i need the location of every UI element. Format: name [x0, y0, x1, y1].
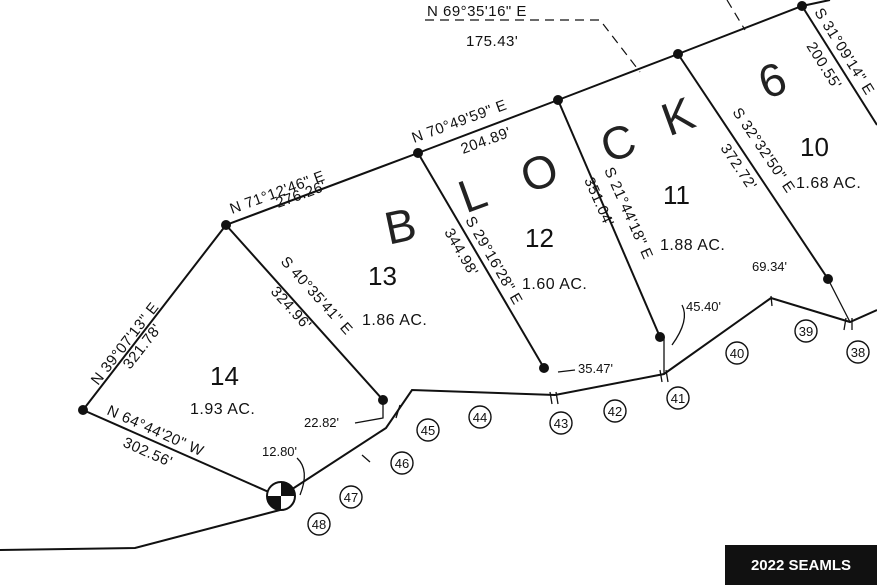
curve-station-41: 41: [666, 386, 690, 410]
dashed-line-top: [425, 19, 641, 73]
lot-area: 1.88 AC.: [660, 237, 725, 254]
curve-station-46: 46: [390, 451, 414, 475]
lot-number: 13: [368, 261, 397, 291]
curve-station-40: 40: [725, 341, 749, 365]
block-letter: C: [594, 113, 643, 173]
svg-text:39: 39: [799, 324, 813, 339]
curve-station-45: 45: [416, 418, 440, 442]
lot-area: 1.86 AC.: [362, 312, 427, 329]
curve-station-44: 44: [468, 405, 492, 429]
svg-text:48: 48: [312, 517, 326, 532]
curve-station-42: 42: [603, 399, 627, 423]
frontage-distance-label: 69.34': [752, 259, 787, 274]
frontage-tie-38: [827, 278, 851, 323]
dashed-reference-lines: [425, 0, 746, 73]
boundary-lines: [0, 0, 877, 551]
lot-line-12-13: [417, 152, 545, 369]
corner-node: [378, 395, 388, 405]
leader-12-80: [296, 457, 305, 496]
survey-monument-icon: [266, 481, 296, 511]
svg-text:38: 38: [851, 345, 865, 360]
block-label: B L O C K 6: [380, 51, 793, 254]
lot-line-east: [801, 5, 877, 126]
corner-node: [78, 405, 88, 415]
corner-node: [797, 1, 807, 11]
corner-nodes: [78, 1, 833, 415]
svg-text:44: 44: [473, 410, 487, 425]
lot-14-south-line: [82, 409, 281, 498]
road-edge-south: [0, 509, 281, 551]
curve-station-43: 43: [549, 411, 573, 435]
corner-node: [413, 148, 423, 158]
corner-node: [539, 363, 549, 373]
lot-area: 1.68 AC.: [796, 175, 861, 192]
frontage-distance-label: 45.40': [686, 299, 721, 314]
curve-station-48: 48: [307, 512, 331, 536]
frontage-distances: 22.82' 12.80' 35.47' 45.40' 69.34': [262, 259, 787, 459]
svg-text:41: 41: [671, 391, 685, 406]
curve-station-47: 47: [339, 485, 363, 509]
corner-node: [655, 332, 665, 342]
copyright-watermark: 2022 SEAMLS: [725, 545, 877, 585]
svg-text:45: 45: [421, 423, 435, 438]
svg-text:47: 47: [344, 490, 358, 505]
svg-text:46: 46: [395, 456, 409, 471]
curve-stations: 38 39 40 41 42 43 44 45: [307, 319, 870, 536]
road-frontage-line: [279, 296, 877, 498]
svg-text:42: 42: [608, 404, 622, 419]
block-letter: B: [380, 197, 421, 254]
curve-station-39: 39: [794, 319, 818, 343]
block-letter: K: [655, 86, 702, 145]
block-letter: L: [452, 165, 494, 223]
lot-number: 10: [800, 132, 829, 162]
frontage-distance-label: 12.80': [262, 444, 297, 459]
lot-number: 11: [663, 180, 690, 210]
corner-node: [221, 220, 231, 230]
distance-label: 175.43': [466, 33, 518, 50]
north-boundary-line: [82, 0, 831, 411]
block-letter: O: [514, 142, 565, 203]
corner-node: [553, 95, 563, 105]
corner-node: [823, 274, 833, 284]
lot-number: 14: [210, 361, 239, 391]
curve-station-38: 38: [846, 340, 870, 364]
lot-line-10-11: [677, 53, 829, 280]
lot-area: 1.60 AC.: [522, 276, 587, 293]
leader-22-82: [354, 400, 384, 424]
frontage-distance-label: 35.47': [578, 361, 613, 376]
svg-text:40: 40: [730, 346, 744, 361]
leader-45-40: [671, 304, 686, 346]
lot-area: 1.93 AC.: [190, 401, 255, 418]
lot-number: 12: [525, 223, 554, 253]
distance-label: 204.89': [459, 124, 514, 158]
lot-labels: 14 1.93 AC. 13 1.86 AC. 12 1.60 AC. 11 1…: [190, 132, 861, 418]
corner-node: [673, 49, 683, 59]
block-letter: 6: [751, 51, 793, 109]
frontage-distance-label: 22.82': [304, 415, 339, 430]
bearing-label: N 69°35'16" E: [427, 3, 527, 20]
lot-line-13-14: [225, 224, 384, 401]
lot-line-11-12: [557, 99, 661, 338]
tick-marks: [361, 295, 853, 463]
dashed-line-top-right: [726, 0, 746, 31]
leader-35-47: [557, 369, 576, 373]
svg-text:43: 43: [554, 416, 568, 431]
